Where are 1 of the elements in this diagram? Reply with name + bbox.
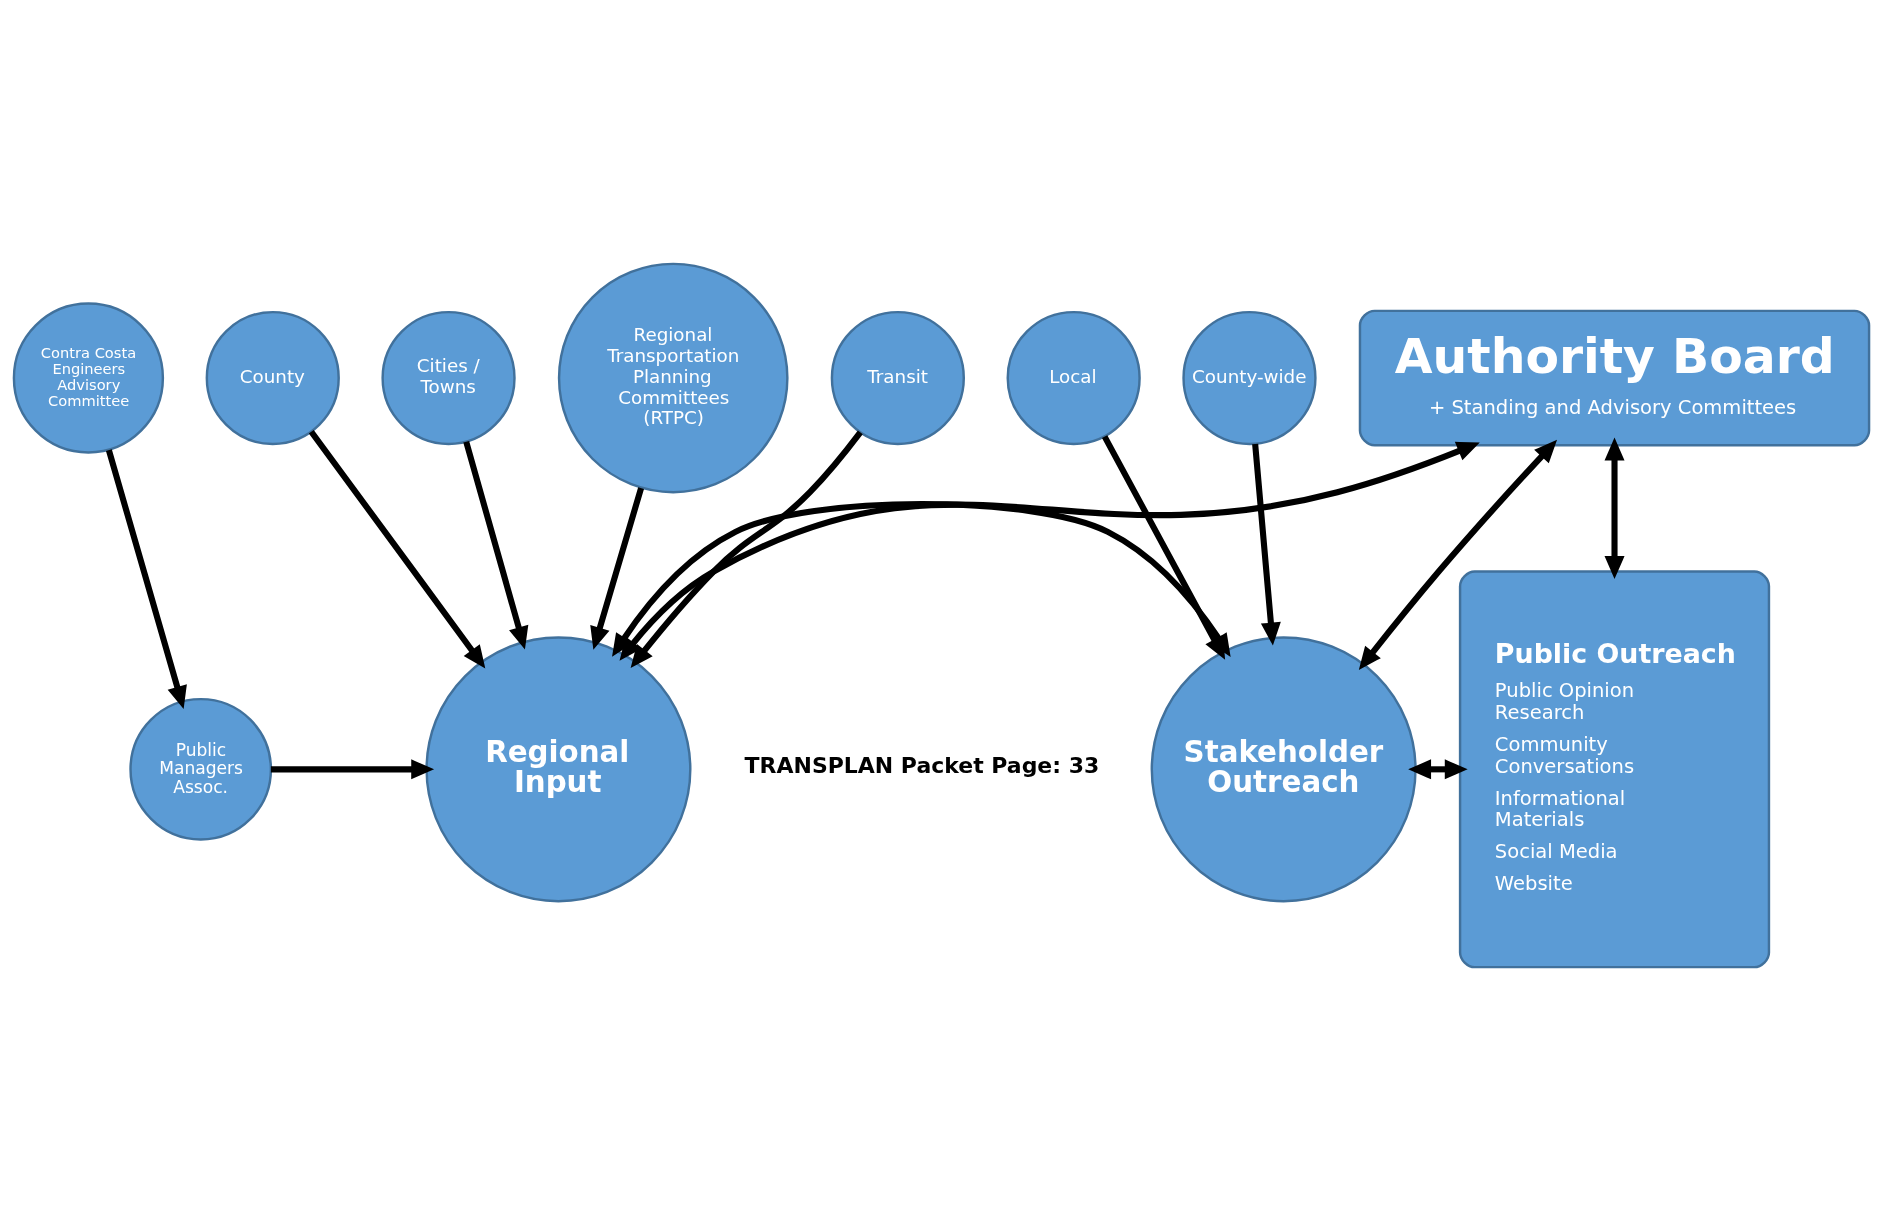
label: TRANSPLAN Packet Page: 33 <box>744 753 1100 779</box>
